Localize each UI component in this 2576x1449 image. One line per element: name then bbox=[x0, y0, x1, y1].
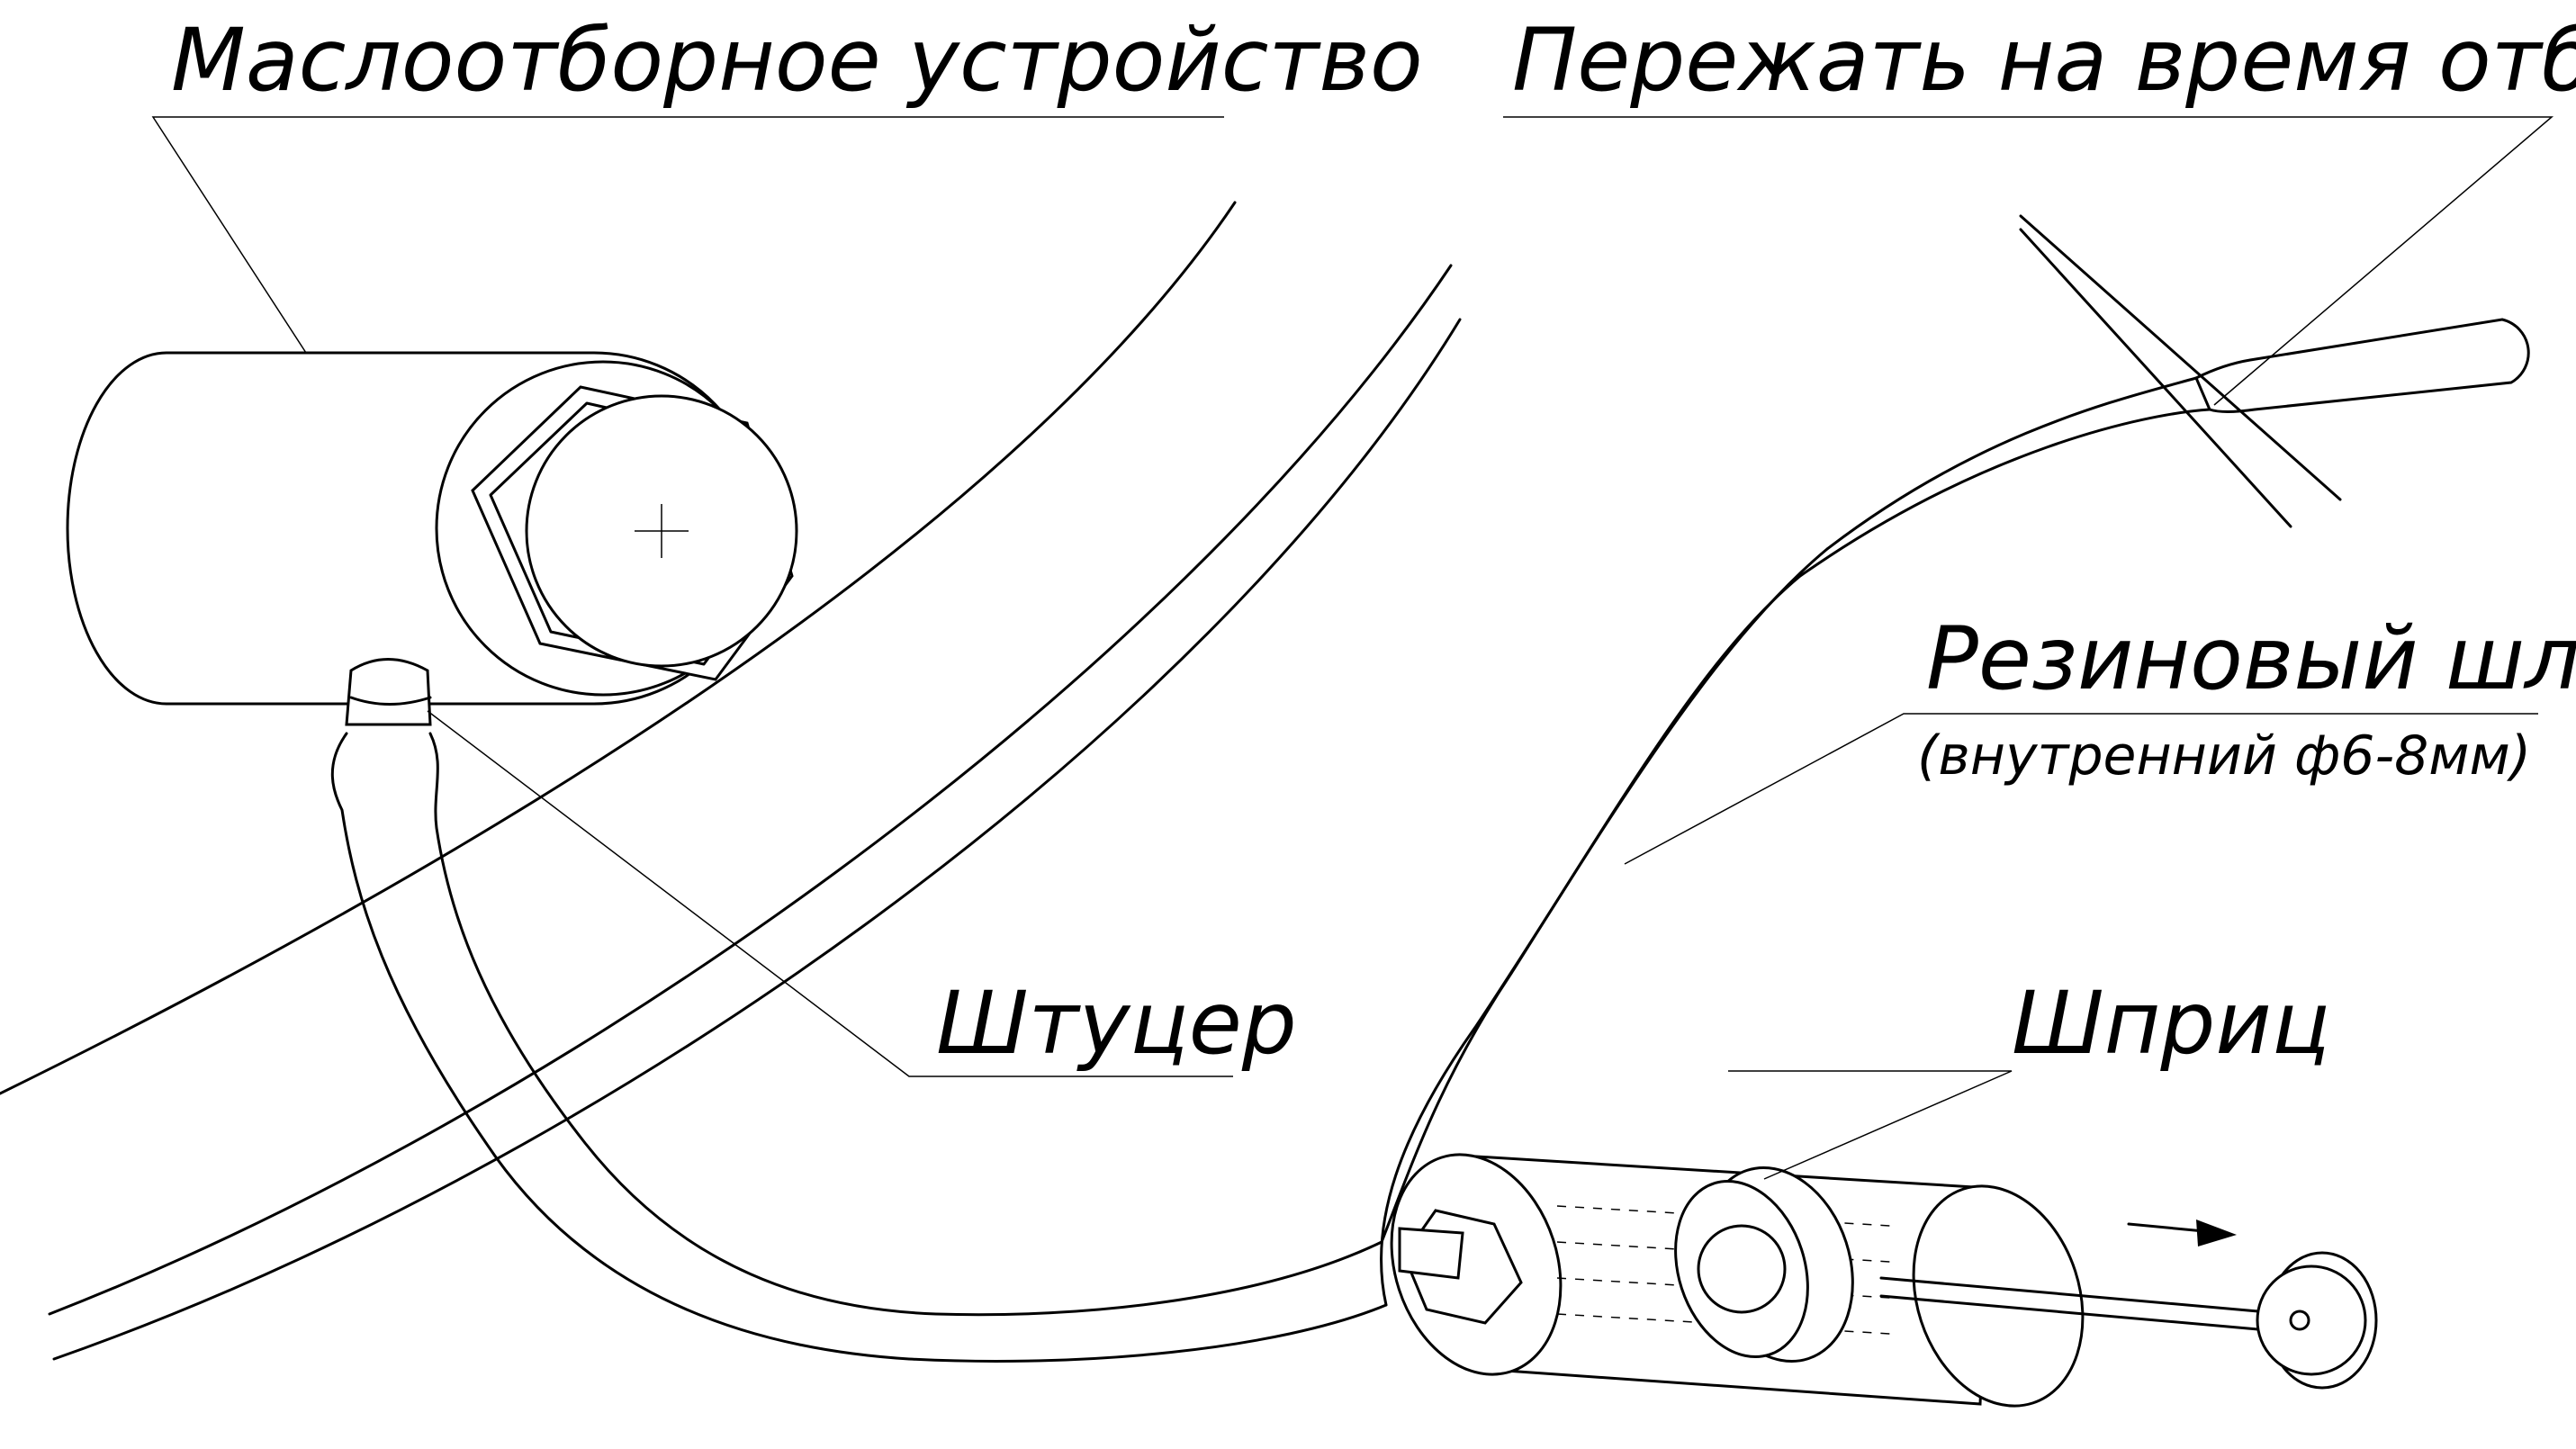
oil-sampling-device bbox=[66, 351, 798, 706]
label-clamp: Пережать на время отбора bbox=[1512, 10, 2576, 111]
rubber-hose bbox=[330, 376, 2211, 1363]
syringe bbox=[1390, 1153, 2378, 1408]
label-hose-spec: (внутренний ф6-8мм) bbox=[1917, 724, 2531, 788]
clamp-lines bbox=[2019, 214, 2342, 528]
leader-lines bbox=[151, 116, 2554, 1180]
label-oil-device: Маслоотборное устройство bbox=[171, 10, 1423, 111]
label-hose: Резиновый шланг bbox=[1926, 608, 2576, 709]
label-syringe: Шприц bbox=[2012, 973, 2330, 1074]
fitting bbox=[345, 658, 432, 726]
label-fitting: Штуцер bbox=[936, 973, 1297, 1074]
plunger-knob bbox=[2256, 1251, 2378, 1390]
tank-wall bbox=[0, 201, 1462, 1361]
hose-end bbox=[2194, 318, 2530, 413]
pull-arrow bbox=[2127, 1220, 2237, 1246]
